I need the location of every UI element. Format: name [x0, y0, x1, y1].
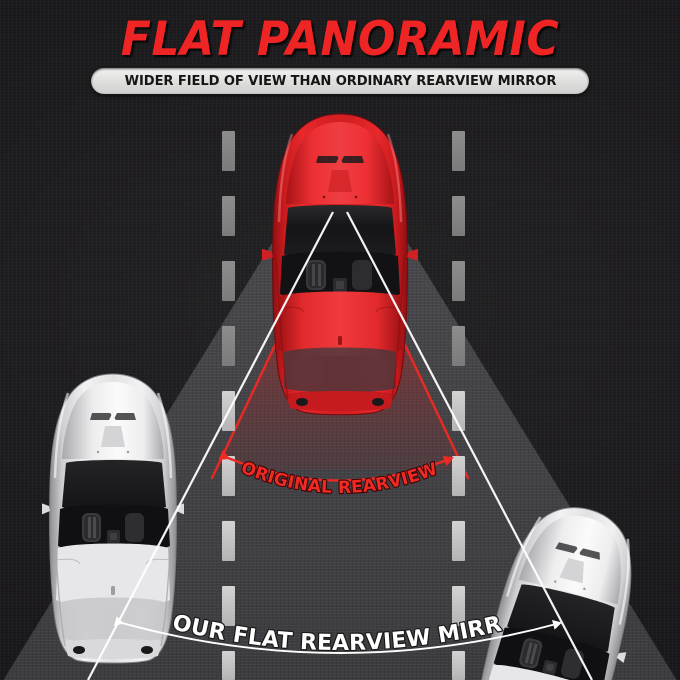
lane-dash [222, 326, 235, 366]
lane-dash [222, 651, 235, 680]
lane-dash [452, 326, 465, 366]
lane-dash [222, 391, 235, 431]
red-car [262, 112, 418, 417]
lane-dash [452, 131, 465, 171]
lane-dash [452, 586, 465, 626]
lane-dash [222, 521, 235, 561]
lane-dash [452, 261, 465, 301]
lane-dash [222, 131, 235, 171]
lane-dash [452, 521, 465, 561]
lane-dash [222, 586, 235, 626]
lane-dash [222, 196, 235, 236]
white-car-left [42, 372, 184, 664]
lane-dash [452, 196, 465, 236]
lane-dash [452, 391, 465, 431]
subtitle-pill: WIDER FIELD OF VIEW THAN ORDINARY REARVI… [91, 68, 589, 94]
lane-dash [452, 651, 465, 680]
lane-dash [222, 261, 235, 301]
page-title: FLAT PANORAMIC [120, 12, 560, 67]
lane-dash [452, 456, 465, 496]
lane-dash [222, 456, 235, 496]
subtitle-text: WIDER FIELD OF VIEW THAN ORDINARY REARVI… [124, 73, 556, 89]
